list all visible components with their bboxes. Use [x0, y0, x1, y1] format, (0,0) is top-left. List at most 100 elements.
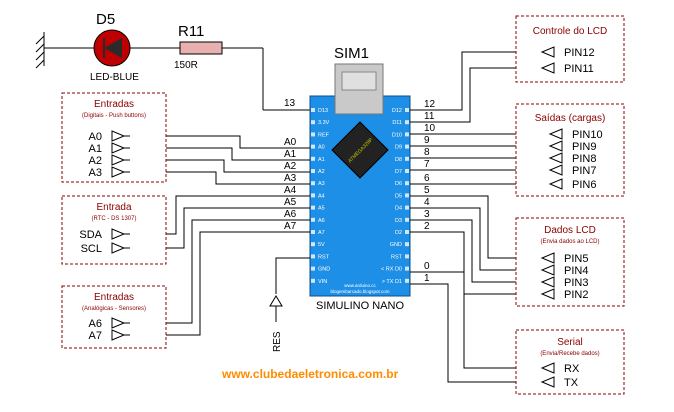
board-pin-left-label: A0	[318, 145, 325, 151]
terminal-arrow	[540, 362, 555, 374]
box-title: Entradas	[94, 292, 134, 303]
terminal-arrow	[111, 329, 126, 341]
terminal-arrow	[111, 317, 126, 329]
terminal-label: PIN8	[572, 153, 596, 165]
net-label-right: 1	[424, 273, 430, 284]
reset-label: RES	[272, 331, 283, 352]
board-pin-left-label: A2	[318, 169, 325, 175]
terminal-arrow	[540, 252, 555, 264]
terminal-arrow	[548, 140, 563, 152]
terminal-label: A0	[89, 131, 102, 143]
board-pin-left-label: A1	[318, 157, 325, 163]
board-pin-left-label: A3	[318, 181, 325, 187]
board-pin-right	[405, 242, 409, 247]
ground-symbol	[35, 32, 92, 69]
board-pin-left	[311, 205, 315, 210]
board-pin-left-label: A4	[318, 193, 325, 199]
terminal-arrow	[111, 154, 126, 166]
net-label-right: 9	[424, 135, 430, 146]
board-pin-left	[311, 120, 315, 125]
board-pin-right-label: GND	[390, 242, 402, 248]
board-pin-left-label: D13	[318, 108, 328, 114]
terminal-label: PIN7	[572, 165, 596, 177]
board-pin-right-label: D8	[395, 157, 402, 163]
net-label-left: A3	[284, 173, 297, 184]
board-pin-left-label: 5V	[318, 242, 325, 248]
board-pin-left	[311, 230, 315, 234]
terminal-arrow	[540, 46, 555, 58]
terminal-label: PIN5	[564, 253, 588, 265]
net-label-right: 2	[424, 221, 430, 232]
board-pin-right-label: D12	[392, 108, 402, 114]
board-pin-right-label: D2	[395, 230, 402, 236]
board-pin-right-label: D4	[395, 206, 402, 212]
board-pin-right-label: D5	[395, 193, 402, 199]
terminal-label: SDA	[79, 229, 102, 241]
terminal-arrow	[111, 242, 126, 254]
board-pin-right-label: D10	[392, 132, 402, 138]
board-pin-right	[405, 217, 409, 222]
terminal-label: A1	[89, 143, 102, 155]
net-label-right: 3	[424, 209, 430, 220]
terminal-arrow	[540, 264, 555, 276]
board-pin-right-label: D7	[395, 169, 402, 175]
terminal-label: PIN12	[564, 47, 595, 59]
terminal-arrow	[111, 130, 126, 142]
board-pin-left	[311, 144, 315, 149]
terminal-label: PIN6	[572, 179, 596, 191]
board-pin-left	[311, 132, 315, 137]
terminal-label: PIN10	[572, 129, 603, 141]
board-pin-right	[405, 169, 409, 173]
terminal-arrow	[111, 142, 126, 154]
led-ref: D5	[96, 11, 115, 28]
board-pin-right	[405, 193, 409, 198]
net-label-left: A2	[284, 161, 297, 172]
board-pin-right-label: > TX D1	[382, 279, 402, 285]
board-body	[309, 63, 411, 297]
board-name: SIMULINO NANO	[316, 300, 404, 312]
net-label-left: A6	[284, 209, 297, 220]
board-pin-left	[311, 169, 315, 173]
terminal-arrow	[548, 178, 563, 190]
resistor-symbol	[179, 41, 310, 111]
box-title: Entrada	[96, 202, 131, 213]
terminal-label: PIN3	[564, 277, 588, 289]
terminal-arrow	[540, 62, 555, 74]
terminal-label: TX	[564, 377, 579, 389]
net-label-right: 4	[424, 197, 430, 208]
board-pin-right	[405, 132, 409, 137]
terminal-arrow	[540, 276, 555, 288]
box-subtitle: (Analógicas - Sensores)	[82, 306, 146, 312]
terminal-label: PIN11	[564, 63, 594, 75]
board-pin-left-label: A7	[318, 230, 325, 236]
board-ref: SIM1	[334, 45, 369, 62]
board-pin-left-label: A6	[318, 218, 325, 224]
box-saidas: Saídas (cargas)	[515, 103, 625, 197]
box-controle-lcd: Controle do LCD	[515, 15, 625, 83]
led-name: LED-BLUE	[90, 72, 139, 83]
net-label-left: A4	[284, 185, 297, 196]
net-label-left: 13	[284, 98, 296, 109]
board-pin-left	[311, 156, 315, 161]
net-label-right: 11	[424, 111, 435, 122]
terminal-label: A2	[89, 155, 102, 167]
board-pin-right	[405, 278, 409, 283]
board-pin-right	[405, 144, 409, 149]
net-label-left: A5	[284, 197, 297, 208]
box-title: Controle do LCD	[533, 26, 607, 37]
terminal-arrow	[111, 228, 126, 240]
board-pin-right-label: D11	[392, 120, 402, 126]
box-title: Dados LCD	[544, 225, 596, 236]
board-pin-right-label: D3	[395, 218, 402, 224]
box-subtitle: (Digitais - Push buttons)	[82, 113, 146, 119]
net-label-left: A0	[284, 137, 297, 148]
net-label-right: 10	[424, 123, 436, 134]
terminal-label: A3	[89, 167, 102, 179]
board-pin-left	[311, 242, 315, 247]
resistor-ref: R11	[178, 23, 204, 40]
